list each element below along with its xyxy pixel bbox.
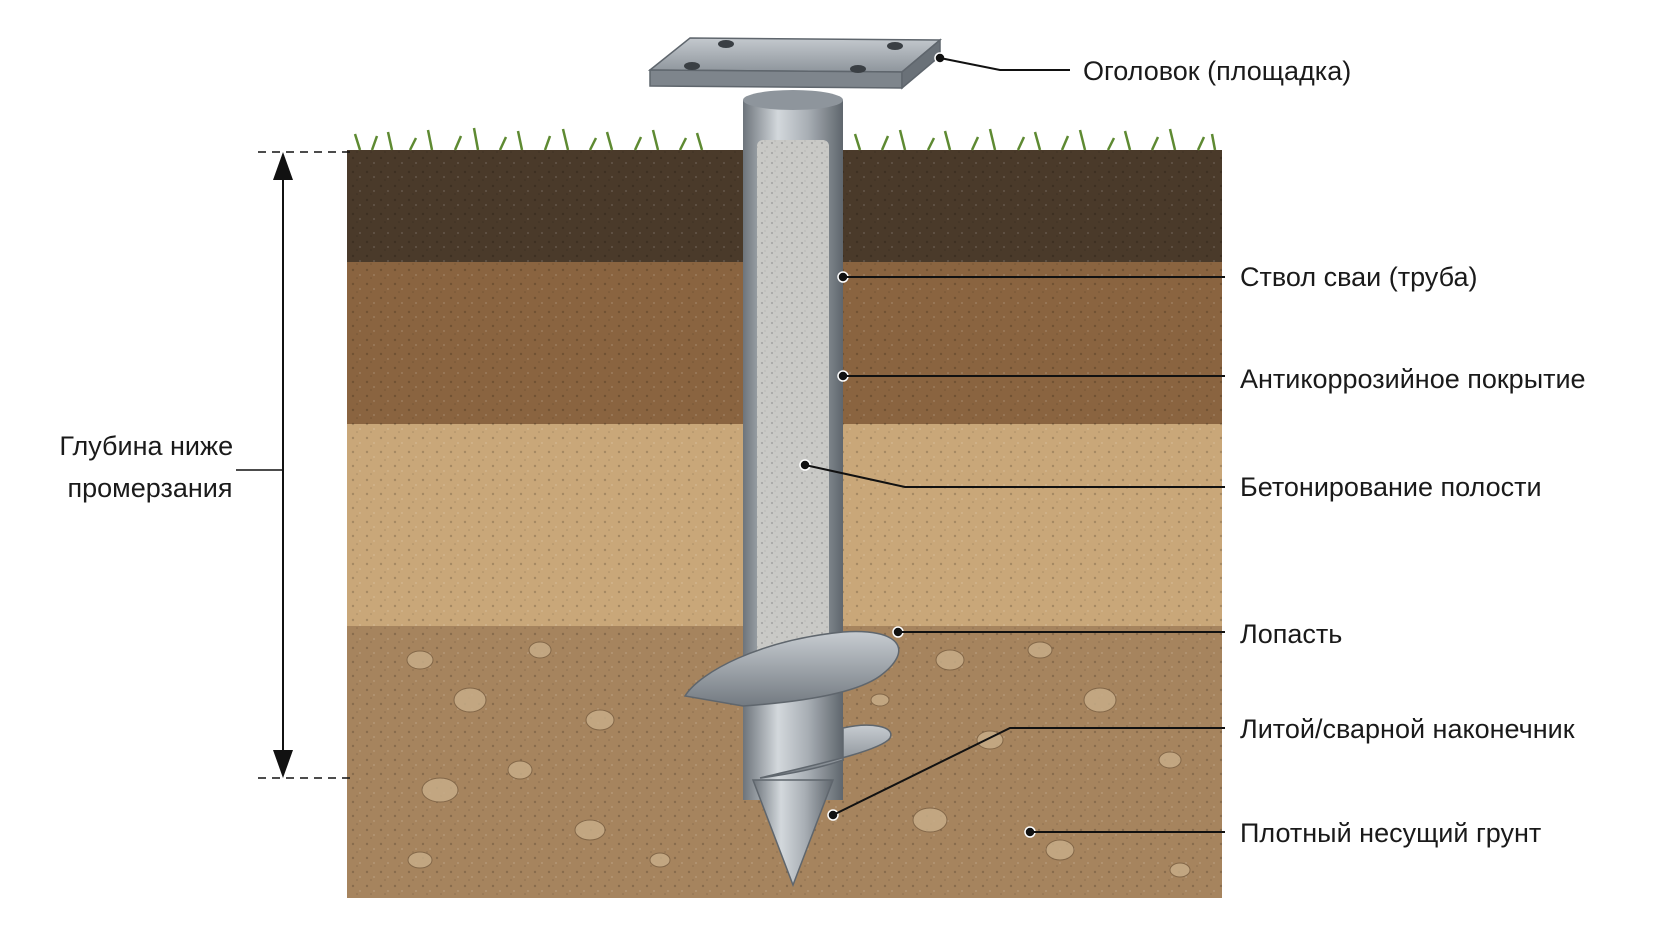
concrete-texture: [757, 140, 829, 680]
bolt-hole-icon: [887, 42, 903, 50]
shaft-collar: [743, 90, 843, 110]
helical-blade: [683, 630, 900, 779]
bolt-hole-icon: [718, 40, 734, 48]
label-shaft: Ствол сваи (труба): [1240, 262, 1477, 292]
pile-tip: [751, 779, 835, 888]
callout-concrete: Бетонирование полости: [799, 459, 1542, 502]
label-soil: Плотный несущий грунт: [1240, 818, 1541, 848]
callout-head: Оголовок (площадка): [934, 52, 1351, 86]
bolt-hole-icon: [850, 65, 866, 73]
callout-coating: Антикоррозийное покрытие: [837, 364, 1586, 394]
pile-head-plate: [647, 37, 943, 90]
callout-soil: Плотный несущий грунт: [1024, 818, 1541, 848]
label-blade: Лопасть: [1240, 619, 1342, 649]
depth-label-line-1: Глубина ниже: [59, 431, 233, 461]
bolt-hole-icon: [684, 62, 700, 70]
grass-strip: [353, 127, 1217, 151]
depth-label-line-2: промерзания: [68, 473, 233, 503]
frost-depth-dimension: Глубина ниже промерзания: [59, 151, 355, 779]
callouts: Оголовок (площадка) Ствол сваи (труба) А…: [799, 52, 1586, 848]
callout-shaft: Ствол сваи (труба): [837, 262, 1477, 292]
label-tip: Литой/сварной наконечник: [1240, 714, 1575, 744]
soil-pebbles: [406, 641, 1191, 878]
depth-label: Глубина ниже промерзания: [59, 431, 240, 503]
arrow-down-icon: [273, 750, 293, 778]
callout-tip: Литой/сварной наконечник: [827, 714, 1575, 821]
callout-blade: Лопасть: [892, 619, 1342, 649]
label-coating: Антикоррозийное покрытие: [1240, 364, 1586, 394]
arrow-up-icon: [273, 152, 293, 180]
label-head: Оголовок (площадка): [1083, 56, 1351, 86]
screw-pile: [647, 37, 943, 888]
label-concrete: Бетонирование полости: [1240, 472, 1542, 502]
